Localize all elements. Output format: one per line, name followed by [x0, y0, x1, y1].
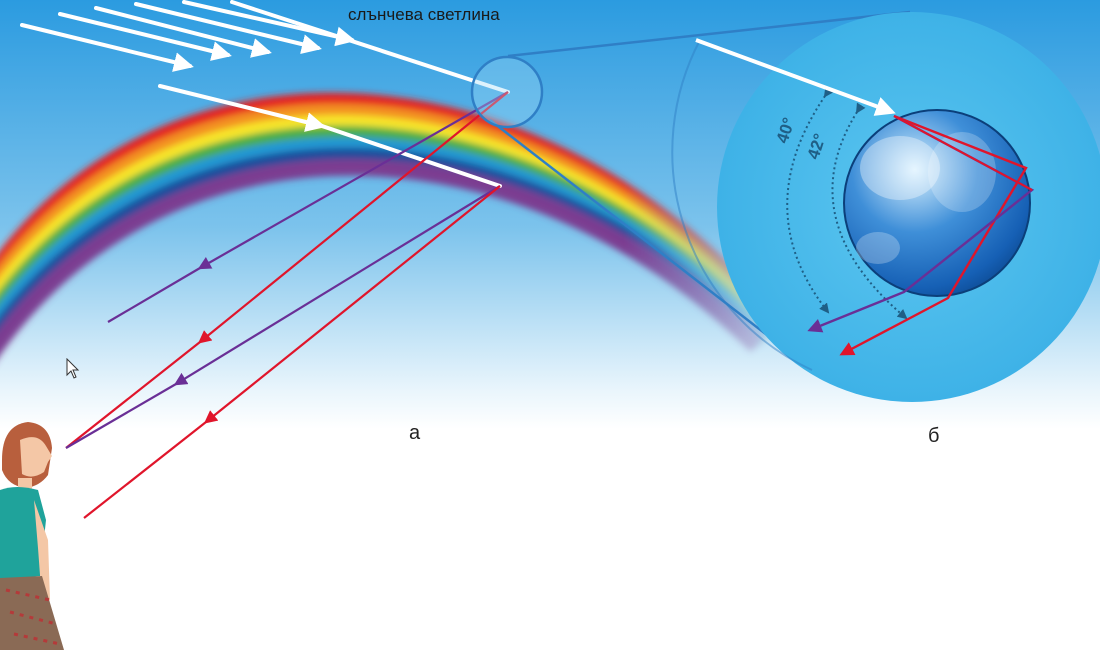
- sun-ray: [134, 2, 322, 54]
- cursor-icon: [66, 358, 80, 379]
- violet-ray: [65, 383, 177, 449]
- zoom-connector: [489, 10, 911, 371]
- observer-figure: [0, 422, 64, 650]
- red-ray: [203, 185, 501, 424]
- sun-ray: [94, 6, 272, 58]
- magnifier-circle: [470, 55, 544, 129]
- sun-ray: [20, 23, 194, 72]
- violet-ray: [107, 267, 201, 323]
- red-ray: [197, 91, 509, 344]
- panel-label-a: а: [409, 422, 421, 444]
- angle-arc-42: [831, 102, 908, 320]
- sun-ray: [230, 0, 510, 94]
- panel-label-b: б: [928, 425, 940, 447]
- red-ray: [83, 421, 207, 519]
- water-drop: [843, 109, 1031, 297]
- drop-internal-rays: [807, 114, 1035, 356]
- red-ray: [65, 341, 201, 449]
- sunlight-label: слънчева светлина: [348, 5, 500, 24]
- red-ray-drop: [839, 114, 1028, 356]
- rainbow-arc: [0, 92, 787, 356]
- violet-ray: [173, 185, 501, 386]
- sun-ray: [320, 124, 502, 188]
- sun-ray: [58, 12, 232, 61]
- sunlight-rays: [20, 0, 510, 188]
- refracted-rays: [65, 91, 509, 519]
- violet-ray: [197, 91, 509, 270]
- angle-arcs: [786, 86, 908, 320]
- rainbow-band: [0, 158, 763, 356]
- incoming-ray: [695, 38, 896, 116]
- sun-ray: [158, 84, 326, 132]
